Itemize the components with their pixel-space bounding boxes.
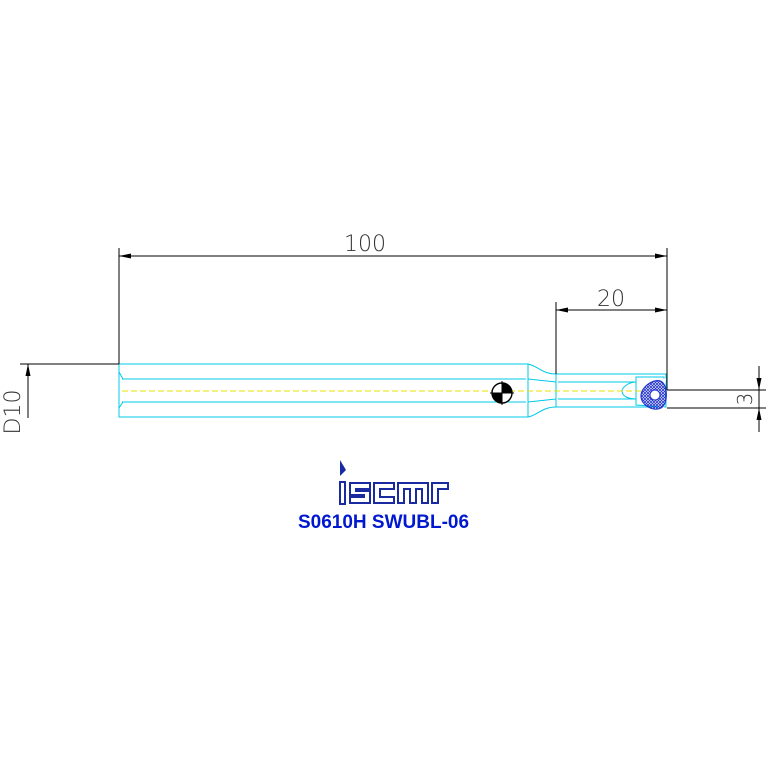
part-code: S0610H SWUBL-06 <box>297 512 470 533</box>
head-tip-pocket <box>635 376 667 408</box>
neck-inner-bottom <box>527 398 557 403</box>
head-length-label: 20 <box>597 287 625 312</box>
triangular-insert <box>640 378 667 410</box>
dimension-head-length <box>555 302 667 374</box>
tool-body <box>118 363 667 418</box>
shank-end-chamfer <box>118 371 124 409</box>
center-mark-symbol <box>490 381 514 405</box>
overall-length-label: 100 <box>344 232 386 257</box>
neck-inner-top <box>527 378 557 383</box>
dimension-shank-diameter <box>20 363 119 418</box>
iscar-logo <box>339 460 449 505</box>
min-bore-label: 3 <box>733 393 757 406</box>
neck-transition-top <box>527 363 557 375</box>
shank-diameter-label: D10 <box>1 390 26 435</box>
dimension-min-bore <box>667 366 766 432</box>
neck-transition-bottom <box>527 406 557 418</box>
dimension-overall-length <box>118 248 668 390</box>
